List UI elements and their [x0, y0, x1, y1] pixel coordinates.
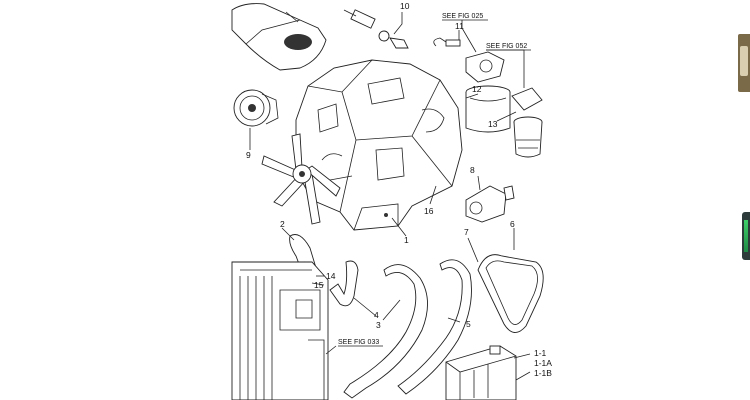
leader-lines [249, 12, 531, 381]
belts-drawing [477, 254, 544, 333]
callout-16: 16 [424, 206, 434, 216]
see-fig-052: SEE FIG 052 [486, 43, 527, 50]
engine-block-drawing [295, 59, 463, 231]
side-widget-tab[interactable] [742, 212, 750, 260]
callout-labels: 10 11 12 13 9 8 16 1 2 7 6 14 15 4 3 5 1… [246, 1, 552, 378]
callout-8: 8 [470, 165, 475, 175]
part-3-hose-drawing [343, 264, 428, 399]
callout-6: 6 [510, 219, 515, 229]
variant-label-1: 1-1 [534, 348, 547, 358]
part-8-starter-drawing [465, 185, 515, 223]
part-10-sensor-drawing [343, 9, 409, 49]
callout-13: 13 [488, 119, 498, 129]
callout-1: 1 [404, 235, 409, 245]
part-1-1-bracket-drawing [445, 345, 517, 400]
variant-label-3: 1-1B [534, 368, 552, 378]
callout-5: 5 [466, 319, 471, 329]
callout-10: 10 [400, 1, 410, 11]
callout-7: 7 [464, 227, 469, 237]
engine-cover-drawing [231, 3, 327, 71]
part-5-hose-drawing [397, 259, 472, 395]
fan-drawing [261, 133, 341, 225]
callout-3: 3 [376, 320, 381, 330]
see-fig-033: SEE FIG 033 [338, 339, 379, 346]
reference-notes: SEE FIG 025 SEE FIG 052 SEE FIG 033 [338, 13, 531, 347]
filter-head-drawing [465, 51, 505, 83]
part-12-oil-filter-drawing [465, 85, 511, 133]
see-fig-025: SEE FIG 025 [442, 13, 483, 20]
variant-label-2: 1-1A [534, 358, 552, 368]
callout-11: 11 [455, 21, 464, 31]
part-9-alternator-drawing [233, 89, 279, 127]
radiator-drawing [231, 261, 329, 400]
part-13-fuel-filter-drawing [511, 87, 543, 158]
callout-9: 9 [246, 150, 251, 160]
callout-14: 14 [326, 271, 336, 281]
part-11-sensor-drawing [433, 37, 461, 47]
side-thumbnail[interactable] [738, 34, 750, 92]
callout-2: 2 [280, 219, 285, 229]
callout-4: 4 [374, 310, 379, 320]
callout-12: 12 [472, 84, 482, 94]
part-4-hose-drawing [329, 260, 359, 307]
callout-15: 15 [314, 280, 324, 290]
